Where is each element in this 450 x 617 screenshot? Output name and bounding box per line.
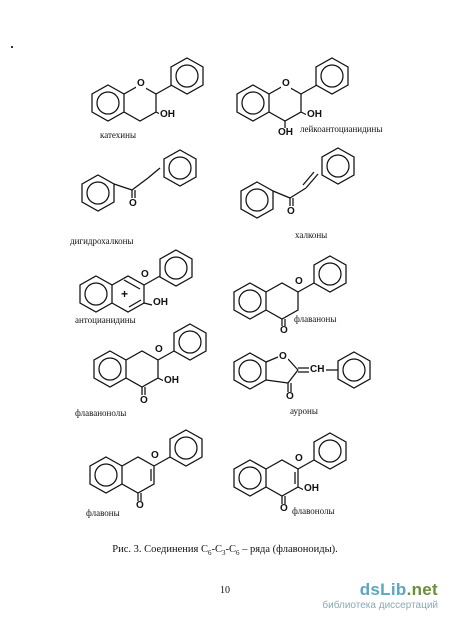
atom-o-flavonols-keto: O — [279, 503, 289, 514]
atom-o-aurones-keto: O — [285, 391, 295, 402]
structure-anthocyanidins — [79, 249, 193, 313]
structure-flavanonols — [93, 323, 207, 395]
label-anthocyanidins: антоцианидины — [75, 315, 136, 325]
structure-flavonols — [233, 432, 347, 504]
atom-o-flavones-keto: O — [135, 500, 145, 511]
atom-oh-flavonols: OH — [303, 483, 320, 494]
atom-o-flavanonols-ring: O — [154, 344, 164, 355]
label-flavanones: флаваноны — [294, 314, 337, 324]
structure-dihydrochalcones — [81, 149, 197, 212]
structure-leucoanthocyanidins — [236, 57, 349, 128]
structure-catechins — [91, 57, 204, 122]
atom-o-flavanones-ring: O — [294, 276, 304, 287]
page-number: 10 — [220, 585, 230, 596]
atom-o-flavonols-ring: O — [294, 453, 304, 464]
atom-o-chalcones: O — [286, 206, 296, 217]
atom-o-leucoanthocyanidins: O — [281, 78, 291, 89]
atom-o-flavanonols-keto: O — [139, 395, 149, 406]
structure-chalcones — [240, 147, 355, 219]
caption-mid-2: -С — [225, 544, 236, 555]
atom-o-anthocyanidins: O — [140, 269, 150, 280]
caption-sub-1: 6 — [207, 549, 212, 558]
label-dihydrochalcones: дигидрохалконы — [70, 236, 134, 246]
structure-flavones — [89, 429, 203, 501]
watermark-logo-main: dsLib — [359, 580, 407, 599]
atom-oh-flavanonols: OH — [163, 375, 180, 386]
caption-mid-1: -С — [211, 544, 222, 555]
watermark-logo: dsLib.net — [360, 580, 438, 600]
structure-aurones — [233, 351, 371, 392]
caption-sub-3: 6 — [235, 549, 240, 558]
atom-o-flavones-ring: O — [150, 450, 160, 461]
watermark-subtitle: библиотека диссертаций — [322, 600, 438, 611]
watermark-logo-domain: .net — [406, 580, 438, 599]
atom-ch-aurones: CH — [309, 364, 326, 375]
stray-dot — [11, 46, 13, 48]
label-leucoanthocyanidins: лейкоантоцианидины — [300, 124, 383, 134]
caption-prefix: Рис. 3. Соединения С — [112, 544, 208, 555]
watermark: dsLib.net библиотека диссертаций — [254, 580, 444, 614]
label-chalcones: халконы — [295, 230, 328, 240]
atom-o-dihydrochalcones: O — [128, 198, 138, 209]
label-flavones: флавоны — [86, 508, 120, 518]
caption-sub-2: 3 — [221, 549, 226, 558]
atom-o-catechins: O — [136, 78, 146, 89]
atom-oh-catechins: OH — [159, 109, 176, 120]
atom-o-aurones-ring: O — [278, 351, 288, 362]
caption-suffix: – ряда (флавоноиды). — [239, 544, 338, 555]
label-aurones: ауроны — [290, 406, 318, 416]
figure-caption: Рис. 3. Соединения С6-С3-С6 – ряда (флав… — [0, 544, 450, 557]
atom-plus-anthocyanidins: + — [120, 287, 130, 301]
label-catechins: катехины — [100, 130, 136, 140]
atom-oh-anthocyanidins: OH — [152, 297, 169, 308]
label-flavanonols: флаванонолы — [75, 408, 127, 418]
structure-flavanones — [233, 255, 347, 326]
atom-oh-leucoanthocyanidins-4: OH — [277, 127, 294, 138]
atom-oh-leucoanthocyanidins-3: OH — [306, 109, 323, 120]
atom-o-flavanones-keto: O — [279, 325, 289, 336]
label-flavonols: флавонолы — [292, 506, 335, 516]
